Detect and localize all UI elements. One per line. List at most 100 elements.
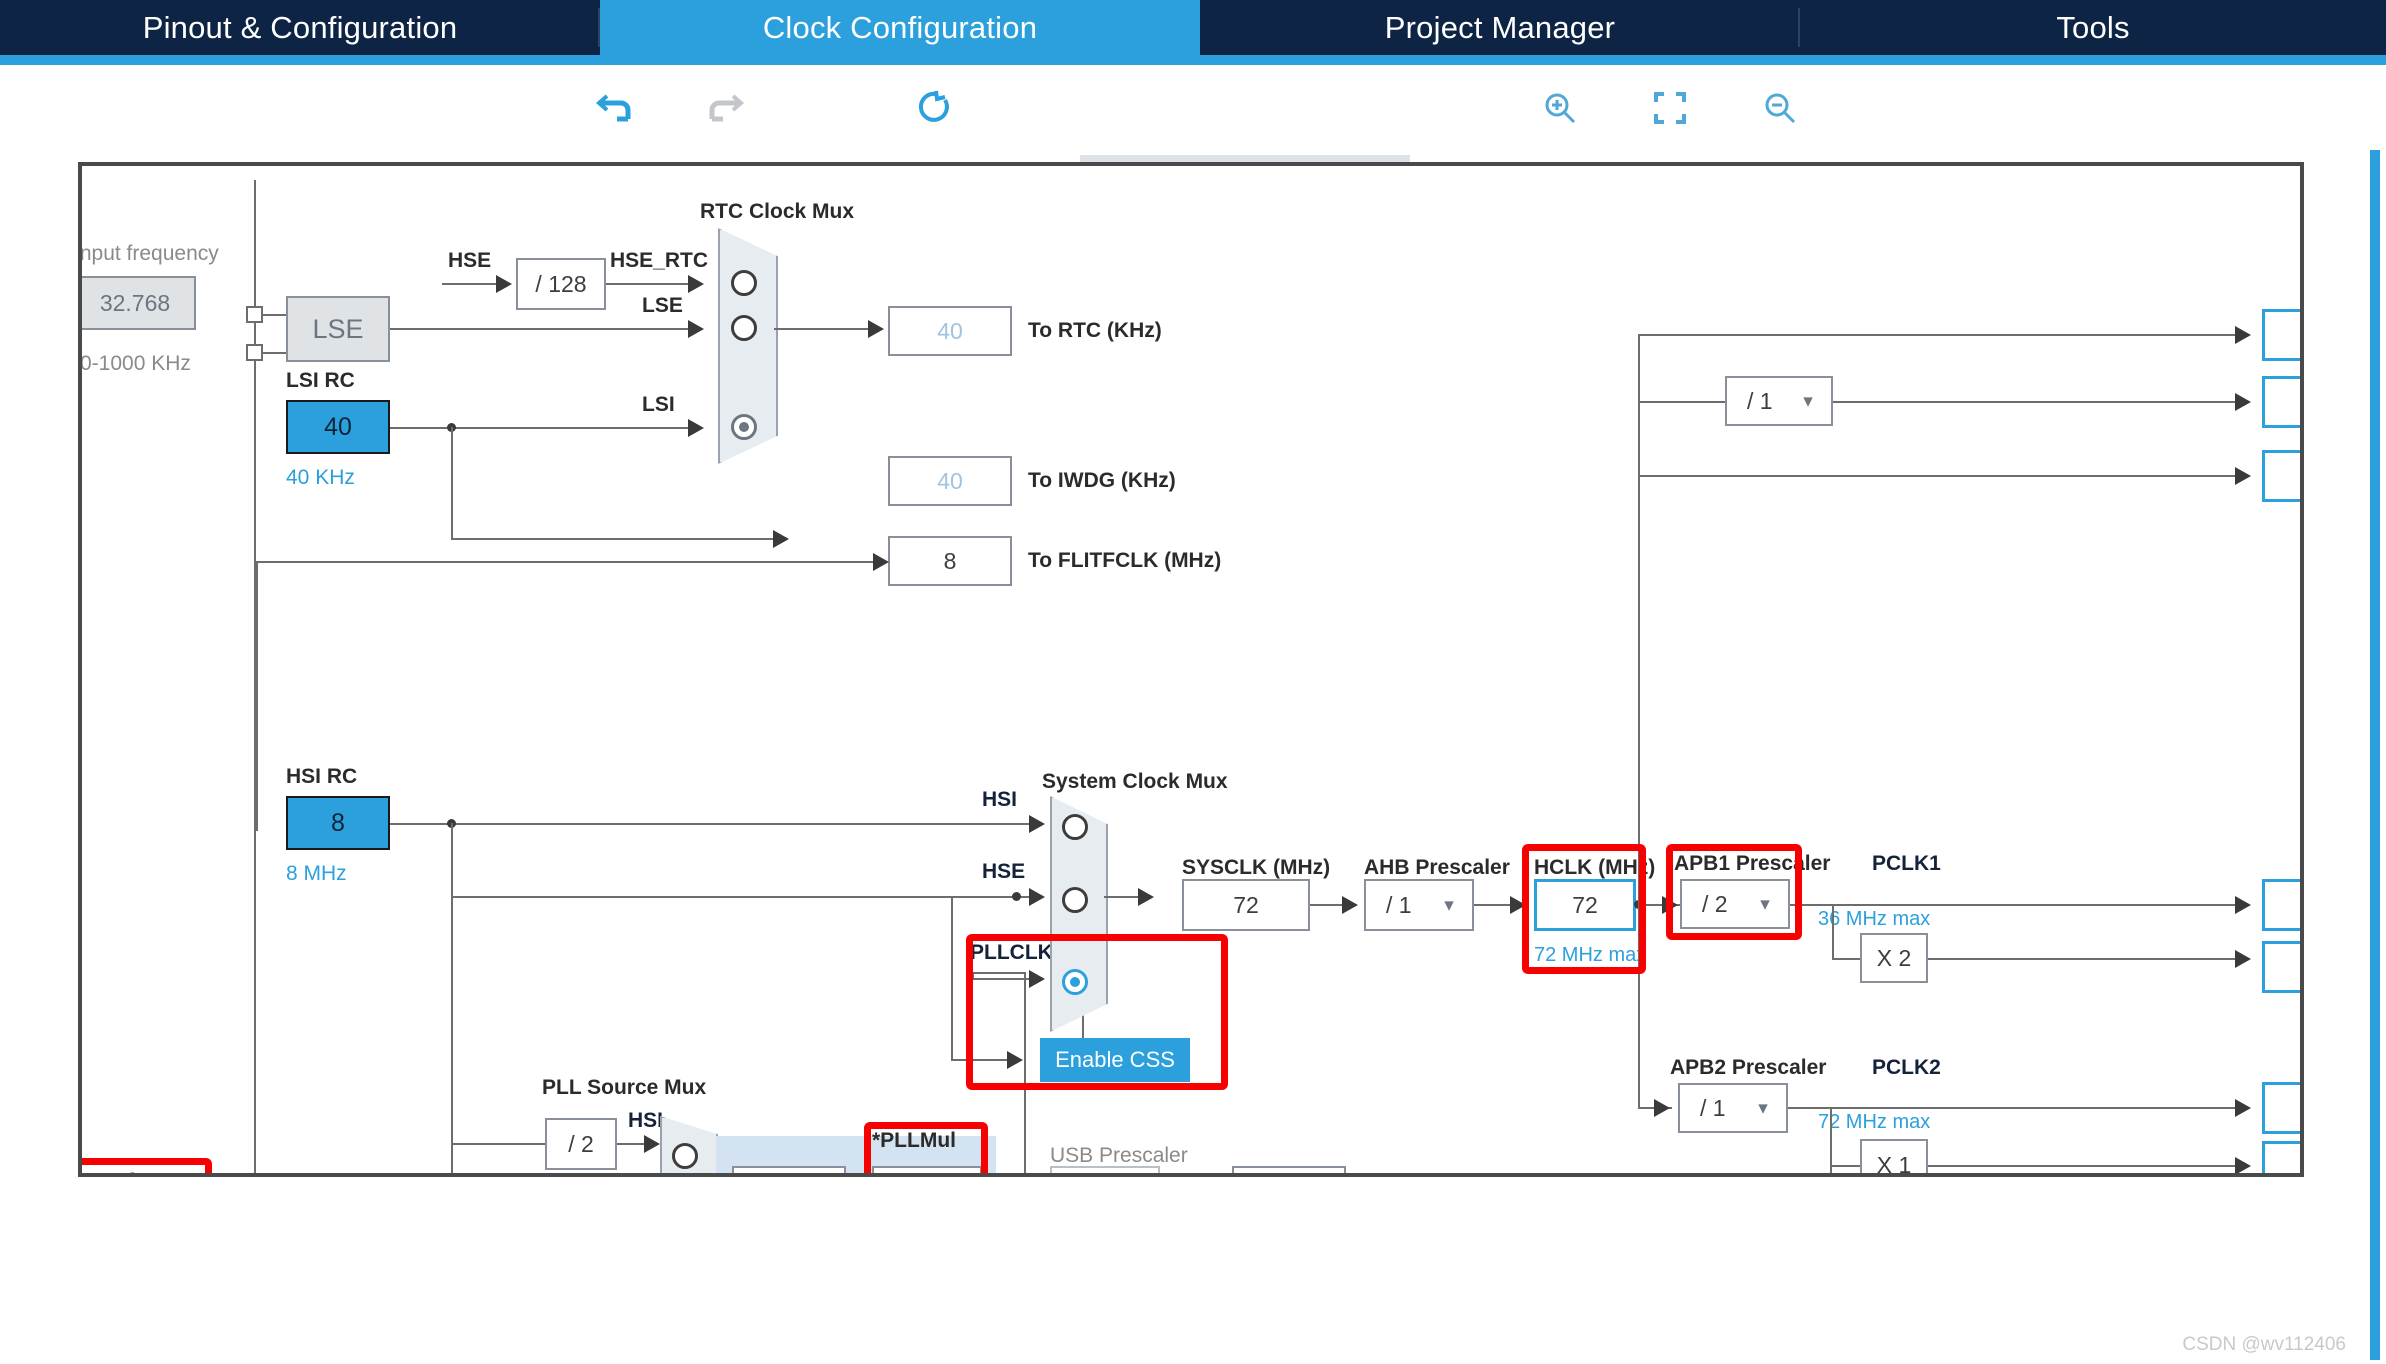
pll-hsi-div2-box: / 2: [545, 1118, 617, 1170]
enable-css-button[interactable]: Enable CSS: [1040, 1038, 1190, 1082]
output-to-flitfclk-box: 8: [888, 536, 1012, 586]
pll-source-mux-title: PLL Source Mux: [542, 1076, 707, 1099]
ahb-prescaler-dropdown[interactable]: / 1 ▾: [1364, 879, 1474, 931]
tab-label: Tools: [2056, 9, 2130, 45]
ahb-to-hclk-arrow: [1510, 896, 1526, 914]
rtc-hse-input-label: HSE: [448, 249, 492, 272]
sysmux-option-hsi[interactable]: [1062, 814, 1088, 840]
redo-icon[interactable]: [680, 65, 770, 150]
lse-oscillator-box[interactable]: LSE: [286, 296, 390, 362]
hse-to-div128-wire: [442, 283, 500, 285]
lse-to-mux-wire: [390, 328, 696, 330]
apb2-prescaler-dropdown[interactable]: / 1 ▾: [1678, 1083, 1788, 1133]
flitfclk-riser: [256, 561, 258, 831]
hclk-title: HCLK (MHz): [1534, 856, 1656, 879]
ahb-prescaler-title: AHB Prescaler: [1364, 856, 1510, 879]
cortex-out-wire: [1833, 401, 2243, 403]
vertical-scrollbar[interactable]: [2370, 150, 2380, 1360]
apb2-prescaler-title: APB2 Prescaler: [1670, 1056, 1827, 1079]
hse-sysmux-label: HSE: [982, 860, 1026, 883]
css-feed-vert: [951, 896, 953, 1061]
tab-clock-configuration[interactable]: Clock Configuration: [600, 0, 1200, 55]
hsi-value-box[interactable]: 8: [286, 796, 390, 850]
zoom-in-icon[interactable]: [1520, 65, 1600, 150]
hclk-ahbbus-wire: [1638, 334, 2243, 336]
pllclk-label: PLLCLK: [970, 941, 1053, 964]
hsi-to-flitfclk-wire: [256, 561, 882, 563]
tab-label: Project Manager: [1384, 9, 1616, 45]
system-clock-mux-title: System Clock Mux: [1042, 770, 1228, 793]
tab-project-manager[interactable]: Project Manager: [1200, 0, 1800, 55]
lsi-title-label: LSI RC: [286, 369, 355, 392]
pllclk-in-wire: [972, 978, 1037, 980]
pll-mux-option-hsi[interactable]: [672, 1143, 698, 1169]
lse-input-frequency-label: Input frequency: [78, 242, 219, 265]
cortex-prescaler-value: / 1: [1747, 387, 1773, 414]
output-apb1-timer-box: 72: [2262, 941, 2300, 993]
apb1-prescaler-dropdown[interactable]: / 2 ▾: [1680, 879, 1790, 929]
hsi-out-wire: [390, 823, 1037, 825]
pll-mux-hsi-label: HSI: [628, 1109, 664, 1132]
pll-hsi-to-mux-arrow: [644, 1135, 660, 1153]
sysclk-value-box: 72: [1182, 879, 1310, 931]
lsi-to-mux-arrow: [688, 419, 704, 437]
ahb-prescaler-value: / 1: [1386, 891, 1412, 918]
tab-pinout-configuration[interactable]: Pinout & Configuration: [0, 0, 600, 55]
chevron-down-icon: ▾: [1760, 893, 1770, 915]
lsi-to-mux-wire: [390, 427, 696, 429]
pclk2-label: PCLK2: [1872, 1056, 1941, 1079]
pllclk-to-sysmux-arrow: [1029, 970, 1045, 988]
rtc-mux-option-hse-rtc[interactable]: [731, 270, 757, 296]
tab-bar-underline: [0, 55, 2386, 65]
sysclk-title: SYSCLK (MHz): [1182, 856, 1331, 879]
cortex-prescaler-dropdown[interactable]: / 1 ▾: [1725, 376, 1833, 426]
apb2-timer-mul-box: X 1: [1860, 1139, 1928, 1173]
apb2-timer-out-arrow: [2235, 1157, 2251, 1173]
lse-range-label: 0-1000 KHz: [80, 352, 191, 375]
sysmux-option-hse[interactable]: [1062, 887, 1088, 913]
zoom-out-icon[interactable]: [1740, 65, 1820, 150]
apb1-timer-out-wire: [1928, 958, 2243, 960]
output-to-flitfclk-label: To FLITFCLK (MHz): [1028, 549, 1222, 572]
chevron-down-icon: ▾: [1444, 894, 1454, 916]
sysmux-option-pllclk[interactable]: [1062, 969, 1088, 995]
hse-input-frequency-label: Input frequency: [82, 1170, 228, 1173]
lse-pin-1: [246, 306, 263, 323]
tab-label: Clock Configuration: [762, 9, 1038, 45]
lse-to-mux-arrow: [688, 320, 704, 338]
chevron-down-icon: ▾: [1758, 1097, 1768, 1119]
apb1-pclk1-arrow: [2235, 896, 2251, 914]
rtc-mux-out-wire: [774, 328, 876, 330]
rtc-mux-option-lse[interactable]: [731, 315, 757, 341]
rtc-mux-out-arrow: [868, 320, 884, 338]
apb2-pclk2-wire: [1788, 1107, 2243, 1109]
output-to-rtc-box: 40: [888, 306, 1012, 356]
tab-label: Pinout & Configuration: [142, 9, 458, 45]
fit-to-screen-icon[interactable]: [1630, 65, 1710, 150]
pllclk-drop: [972, 972, 974, 978]
css-up-wire: [1082, 1002, 1084, 1038]
lse-input-frequency-field[interactable]: 32.768: [82, 276, 196, 330]
output-apb2-timer-box: 72: [2262, 1141, 2300, 1173]
hclk-dist-vert: [1638, 334, 1640, 904]
output-cortex-box: 72: [2262, 376, 2300, 428]
apb1-timer-wire: [1832, 958, 1860, 960]
output-to-iwdg-box: 40: [888, 456, 1012, 506]
tab-tools[interactable]: Tools: [1800, 0, 2386, 55]
lsi-range-label: 40 KHz: [286, 466, 355, 489]
pllmul-dropdown[interactable]: X 9 ▾: [872, 1166, 982, 1173]
hse-riser-vert: [451, 896, 453, 1173]
usb-prescaler-dropdown[interactable]: / 1 ▾: [1050, 1166, 1160, 1173]
sysclk-to-ahb-arrow: [1342, 896, 1358, 914]
apb2-feed-arrow: [1654, 1099, 1670, 1117]
hsi-title-label: HSI RC: [286, 765, 358, 788]
rtc-mux-option-lsi[interactable]: [731, 414, 757, 440]
lse-pin-2: [246, 344, 263, 361]
reset-icon[interactable]: [890, 65, 980, 150]
chevron-down-icon: ▾: [1803, 390, 1813, 412]
lsi-value-box[interactable]: 40: [286, 400, 390, 454]
hsi-sysmux-label: HSI: [982, 788, 1018, 811]
apb1-max-label: 36 MHz max: [1818, 908, 1931, 930]
undo-icon[interactable]: [570, 65, 660, 150]
apb2-prescaler-value: / 1: [1700, 1094, 1726, 1121]
